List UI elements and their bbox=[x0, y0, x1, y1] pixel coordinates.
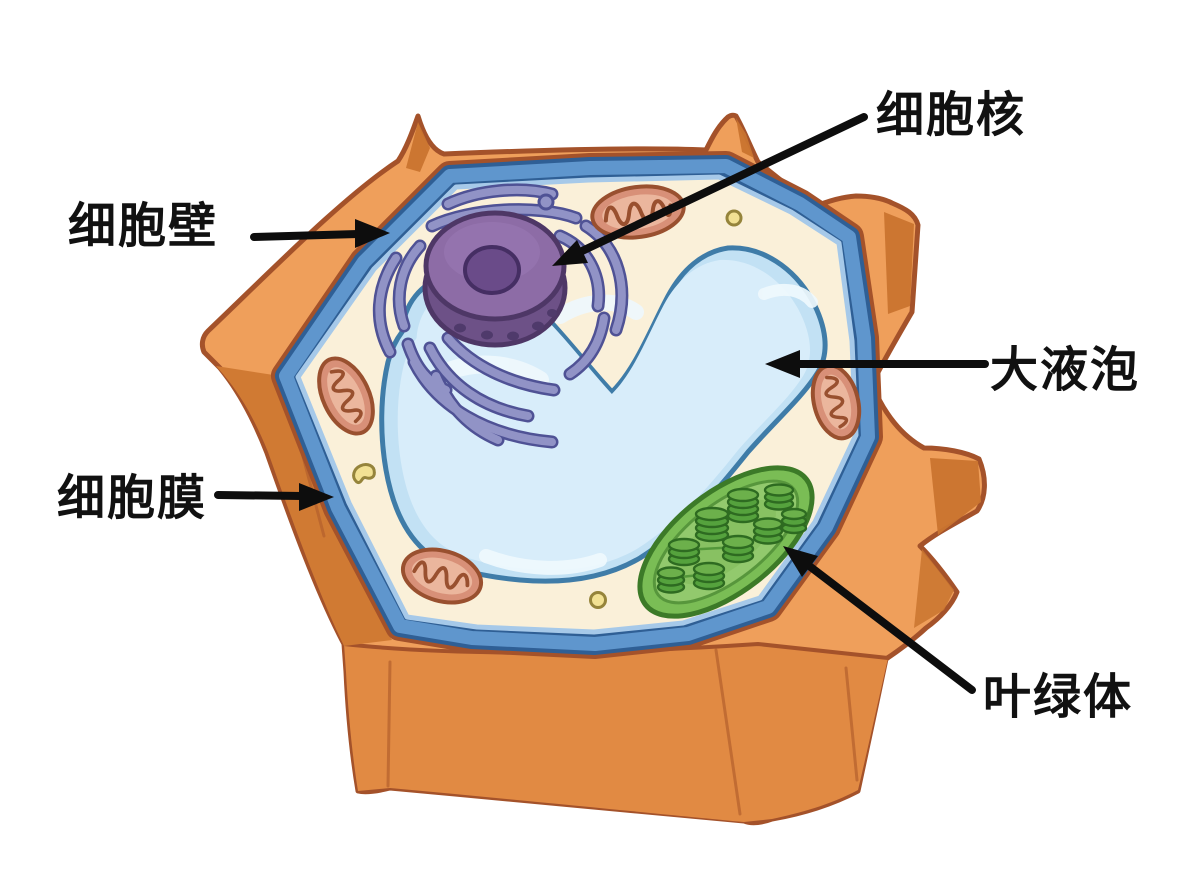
mitochondrion-shape bbox=[400, 547, 484, 605]
label-cell-wall: 细胞壁 bbox=[68, 198, 218, 254]
label-cell-membrane: 细胞膜 bbox=[57, 470, 207, 526]
arrow-cell-membrane bbox=[214, 483, 334, 511]
nuclear-pores bbox=[454, 309, 557, 341]
mitochondrion-shape bbox=[810, 363, 862, 441]
arrow-chloroplast bbox=[783, 546, 976, 694]
peroxisome-shape bbox=[352, 463, 376, 485]
cell-membrane-shape bbox=[271, 151, 883, 659]
arrow-nucleus bbox=[552, 113, 868, 266]
endoplasmic-reticulum-shape bbox=[379, 190, 621, 442]
arrow-cell-wall bbox=[250, 219, 390, 248]
chloroplast-shape bbox=[637, 465, 815, 619]
cell-wall-front-face bbox=[344, 644, 888, 822]
peroxisome-shape bbox=[725, 209, 743, 227]
ribosome-dot bbox=[537, 193, 555, 211]
mitochondrion-shape bbox=[590, 184, 686, 240]
wall-arm-face bbox=[406, 122, 430, 172]
nucleolus-shape bbox=[463, 245, 521, 295]
wall-arm-face bbox=[914, 549, 954, 628]
wall-arm-face bbox=[736, 118, 754, 158]
label-vacuole: 大液泡 bbox=[990, 342, 1140, 398]
peroxisome-shape bbox=[589, 591, 607, 609]
label-chloroplast: 叶绿体 bbox=[983, 669, 1133, 725]
arrow-vacuole bbox=[765, 350, 989, 378]
mitochondrion-shape bbox=[317, 356, 375, 436]
wall-arm-face bbox=[884, 212, 914, 314]
granum-stack bbox=[656, 483, 808, 594]
label-nucleus: 细胞核 bbox=[876, 87, 1026, 143]
nucleus-shape bbox=[422, 210, 568, 348]
wall-arm-face bbox=[930, 458, 981, 535]
